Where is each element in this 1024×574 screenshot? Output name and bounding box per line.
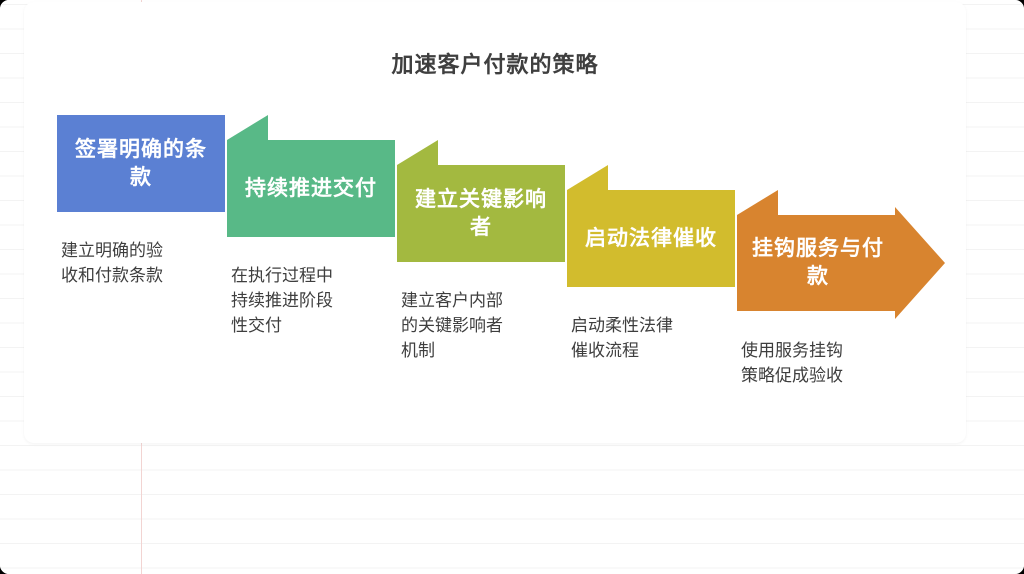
step-3-description[interactable]: 建立客户内部的关键影响者机制 (401, 291, 503, 360)
step-4-box[interactable]: 启动法律催收 (567, 190, 735, 287)
step-2-label: 持续推进交付 (245, 176, 377, 200)
step-2-description[interactable]: 在执行过程中持续推进阶段性交付 (231, 266, 333, 335)
step-3-box[interactable]: 建立关键影响者 (397, 165, 565, 262)
step-1-label: 签署明确的条款 (75, 137, 207, 189)
step-4-label: 启动法律催收 (585, 226, 717, 250)
step-4-description[interactable]: 启动柔性法律催收流程 (571, 316, 673, 360)
step-5-label: 挂钩服务与付款 (752, 237, 884, 288)
step-2-box[interactable]: 持续推进交付 (227, 140, 395, 237)
step-1-box[interactable]: 签署明确的条款 (57, 115, 225, 212)
step-1-description[interactable]: 建立明确的验收和付款条款 (61, 241, 163, 285)
diagram-title: 加速客户付款的策略 (391, 52, 599, 77)
step-3-label: 建立关键影响者 (415, 187, 547, 239)
step-5-description[interactable]: 使用服务挂钩策略促成验收 (741, 341, 843, 385)
step-5-arrow-box[interactable]: 挂钩服务与付款 (737, 207, 945, 319)
